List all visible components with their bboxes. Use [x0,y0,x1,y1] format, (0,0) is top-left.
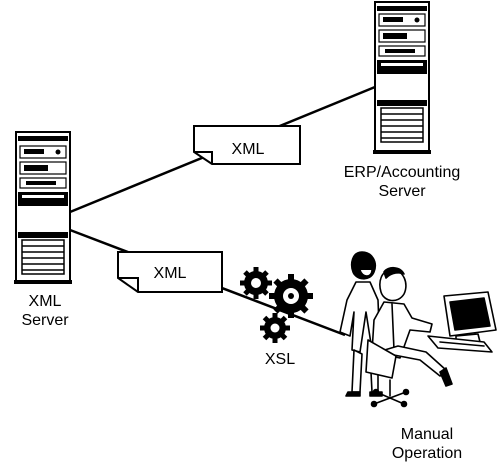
xml-document-top-label: XML [232,141,265,158]
erp-server-label: ERP/Accounting Server [322,163,482,201]
erp-server-label-line2: Server [378,183,426,200]
manual-operation-label-line1: Manual [400,426,454,443]
manual-operation-label: Manual Operation [382,425,472,463]
xml-document-bottom: XML [117,251,223,293]
erp-server-label-line1: ERP/Accounting [343,164,461,181]
xml-server-label-line1: XML [28,293,62,310]
xml-server-label: XML Server [10,292,80,330]
xml-document-top: XML [193,125,301,165]
erp-server-icon [373,1,431,154]
office-workers-icon [339,251,497,408]
xsl-label: XSL [264,351,296,368]
xml-server-icon [14,131,72,284]
gears-icon [240,267,313,343]
manual-operation-label-line2: Operation [391,445,463,462]
xml-server-label-line2: Server [21,312,69,329]
xml-document-bottom-label: XML [154,265,187,282]
